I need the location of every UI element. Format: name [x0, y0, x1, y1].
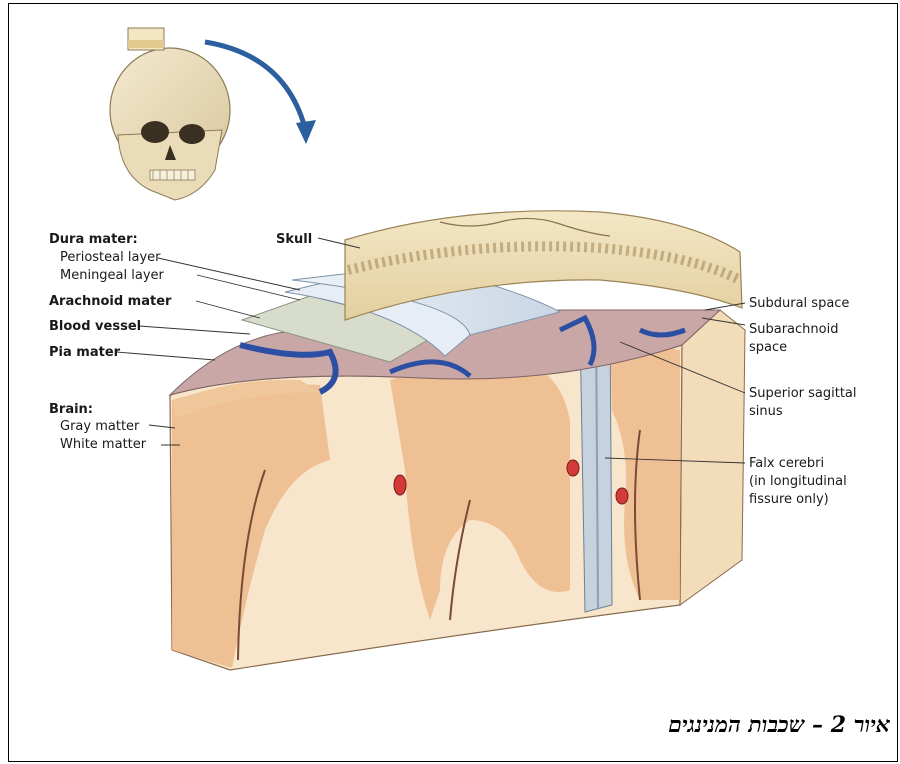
label-dura-mater: Dura mater:: [49, 232, 138, 247]
label-blood-vessel: Blood vessel: [49, 319, 141, 334]
brain-block: [170, 310, 745, 670]
label-subarachnoid-1: Subarachnoid: [749, 322, 838, 337]
label-arachnoid-mater: Arachnoid mater: [49, 294, 172, 309]
label-sagittal-2: sinus: [749, 404, 783, 419]
label-periosteal-layer: Periosteal layer: [60, 250, 161, 265]
skull-icon: [110, 28, 230, 200]
label-subdural-space: Subdural space: [749, 296, 849, 311]
label-sagittal-1: Superior sagittal: [749, 386, 857, 401]
label-skull: Skull: [276, 232, 312, 247]
arrow-head: [296, 120, 316, 144]
label-pia-mater: Pia mater: [49, 345, 121, 360]
label-subarachnoid-2: space: [749, 340, 787, 355]
label-meningeal-layer: Meningeal layer: [60, 268, 165, 283]
label-falx-1: Falx cerebri: [749, 456, 824, 471]
figure-caption: איור 2 – שכבות המנינגים: [520, 712, 890, 738]
label-brain: Brain:: [49, 402, 93, 417]
label-gray-matter: Gray matter: [60, 419, 140, 434]
label-falx-3: fissure only): [749, 492, 829, 507]
label-white-matter: White matter: [60, 437, 147, 452]
label-falx-2: (in longitudinal: [749, 474, 847, 489]
